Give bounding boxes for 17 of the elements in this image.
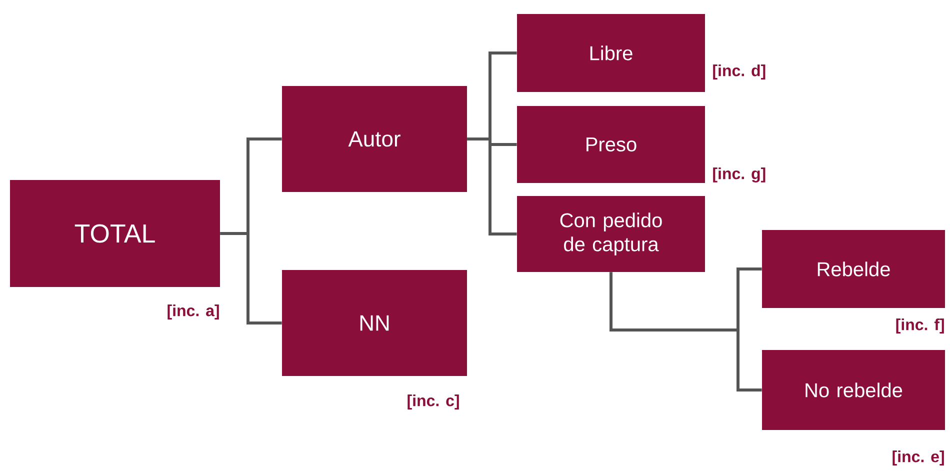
connector-line [220,232,282,324]
connector-line [610,272,762,392]
note-label: [inc. a] [168,304,219,320]
note-label: [inc. d] [713,64,766,80]
note-label: [inc. e] [892,450,944,466]
category-box: TOTAL [10,180,220,287]
note-label: [inc. c] [408,394,459,410]
connector-line [467,138,517,236]
note-label: [inc. f] [896,318,944,334]
category-box: Rebelde [762,230,945,308]
category-box: Con pedido de captura [517,196,705,272]
category-box: Autor [282,86,467,192]
note-label: [inc. g] [713,168,766,182]
category-box: Libre [517,14,705,92]
category-box: No rebelde [762,350,945,430]
category-box: NN [282,270,467,376]
category-box: Preso [517,106,705,183]
